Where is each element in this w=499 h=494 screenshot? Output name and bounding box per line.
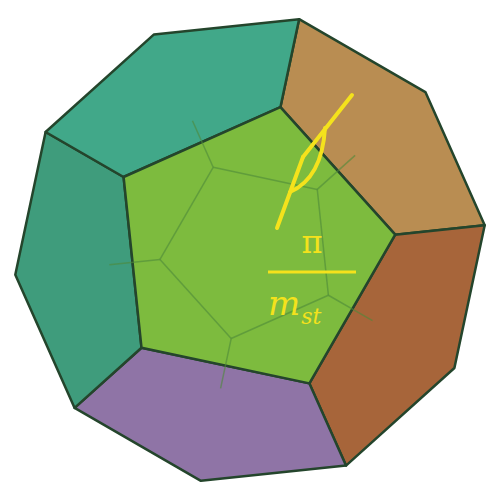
- hidden-edge: [160, 167, 213, 259]
- hidden-edge: [192, 121, 213, 168]
- hidden-edge: [221, 339, 232, 389]
- hidden-edge: [328, 295, 372, 320]
- dodecahedron: [15, 19, 484, 481]
- hidden-edge: [109, 259, 160, 264]
- front-face: [124, 107, 396, 383]
- numerator: π: [301, 226, 322, 258]
- hidden-edge: [317, 155, 355, 189]
- fraction-bar: [268, 271, 356, 274]
- denominator: m: [268, 286, 300, 320]
- hidden-edge: [160, 259, 231, 338]
- subscript: st: [301, 306, 321, 328]
- angle-mark: [277, 95, 352, 228]
